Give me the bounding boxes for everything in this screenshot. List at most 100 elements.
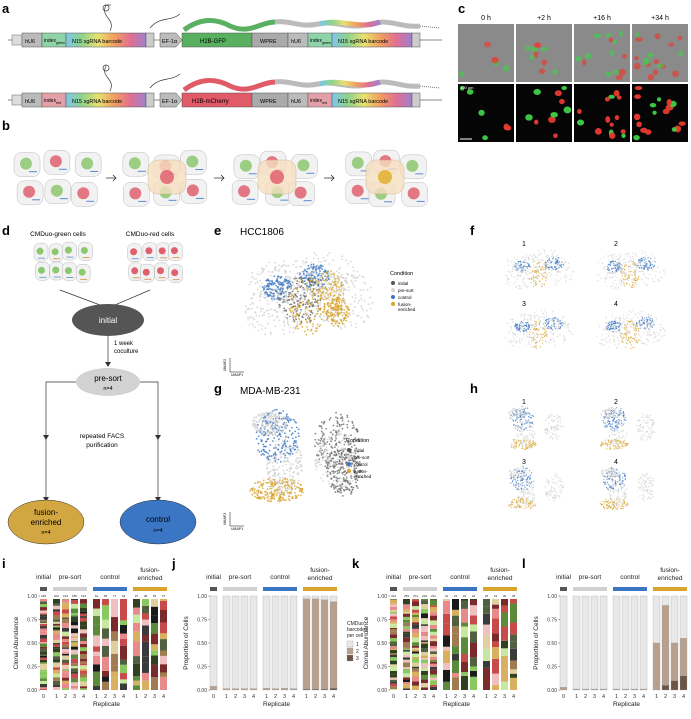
umap-point: [639, 263, 641, 266]
umap-point: [296, 273, 299, 275]
umap-point: [340, 327, 342, 330]
hu6-label-red-2: hU6: [291, 99, 301, 105]
construct-red: hU6 index red N15 sgRNA barcode EF-1α H2…: [8, 64, 442, 108]
umap-point: [294, 275, 296, 278]
umap-point: [305, 320, 308, 323]
nucleus: [653, 59, 660, 65]
umap-point: [310, 265, 312, 268]
umap-point: [608, 326, 610, 328]
hu6-label-2: hU6: [291, 39, 301, 45]
umap-point: [560, 262, 562, 264]
umap-point: [540, 336, 543, 338]
umap-point: [277, 440, 280, 442]
umap-point: [554, 328, 557, 330]
umap-point: [322, 433, 325, 436]
umap-point: [332, 259, 335, 262]
umap-point: [515, 324, 517, 326]
umap-point: [544, 268, 546, 270]
umap-point: [324, 312, 327, 315]
index-green-sub: green: [56, 41, 65, 45]
nucleus: [533, 51, 539, 58]
umap-point: [516, 278, 518, 280]
umap-point: [285, 463, 287, 466]
umap-point: [334, 491, 337, 493]
umap-point: [609, 321, 611, 323]
umap-point: [644, 251, 646, 253]
umap-point: [631, 279, 633, 281]
umap-point: [604, 281, 606, 283]
umap-point: [328, 315, 331, 318]
umap-point: [283, 309, 286, 312]
umap-point: [338, 279, 341, 281]
umap-point: [367, 303, 370, 306]
umap-point: [617, 344, 620, 346]
umap-point: [283, 432, 286, 435]
umap-point: [341, 273, 343, 276]
umap-point: [554, 325, 556, 327]
umap-point: [279, 460, 282, 463]
umap-point: [287, 436, 290, 439]
umap-point: [524, 261, 526, 264]
umap-point: [536, 263, 538, 265]
umap-point: [265, 421, 268, 424]
umap-point: [288, 447, 291, 450]
umap-point: [268, 316, 271, 318]
umap-point: [624, 275, 626, 277]
umap-point: [556, 257, 558, 259]
umap-point: [308, 281, 311, 284]
umap-point: [259, 285, 261, 287]
umap-point: [352, 424, 355, 427]
umap-point: [337, 445, 340, 448]
umap-point: [332, 318, 334, 321]
umap-point: [270, 485, 273, 487]
umap-point: [298, 314, 301, 317]
umap-point: [309, 304, 312, 306]
umap-point: [292, 444, 295, 447]
umap-point: [277, 282, 280, 285]
umap-point: [320, 318, 323, 321]
umap-point: [554, 266, 556, 269]
umap-point: [351, 427, 354, 429]
umap-point: [515, 265, 517, 267]
nucleus: [577, 109, 582, 114]
umap-point: [523, 267, 525, 269]
umap-point: [609, 339, 612, 341]
nucleus: [81, 157, 94, 170]
umap-point: [328, 461, 330, 464]
facs-line2: purification: [86, 442, 118, 449]
umap-point: [286, 313, 289, 316]
umap-point: [525, 266, 527, 268]
nucleus: [533, 88, 541, 96]
umap-point: [643, 282, 646, 284]
umap-point: [340, 276, 343, 278]
umap-point: [325, 283, 328, 285]
umap-point: [613, 287, 615, 289]
umap-point: [619, 324, 621, 326]
umap-point: [311, 281, 314, 284]
umap-point: [314, 432, 317, 435]
umap-point: [615, 270, 617, 272]
umap-point: [641, 324, 643, 326]
nucleus: [491, 56, 499, 64]
umap-point: [318, 280, 321, 283]
umap-point: [533, 339, 535, 341]
umap-point: [276, 311, 279, 313]
umap-point: [336, 485, 339, 487]
umap-point: [266, 295, 268, 298]
umap-point: [616, 328, 619, 330]
nucleus: [576, 119, 585, 126]
umap-point: [304, 312, 307, 315]
umap-point: [283, 499, 286, 501]
umap-point: [338, 305, 341, 307]
umap-point: [512, 332, 515, 335]
umap-point: [271, 462, 274, 464]
umap-point: [635, 270, 637, 272]
umap-point: [315, 313, 318, 316]
umap-point: [319, 425, 322, 427]
umap-point: [343, 309, 346, 311]
umap-point: [550, 261, 552, 263]
umap-point: [635, 329, 638, 331]
umap-point: [653, 321, 655, 323]
umap-point: [511, 267, 514, 269]
umap-point: [260, 310, 262, 313]
